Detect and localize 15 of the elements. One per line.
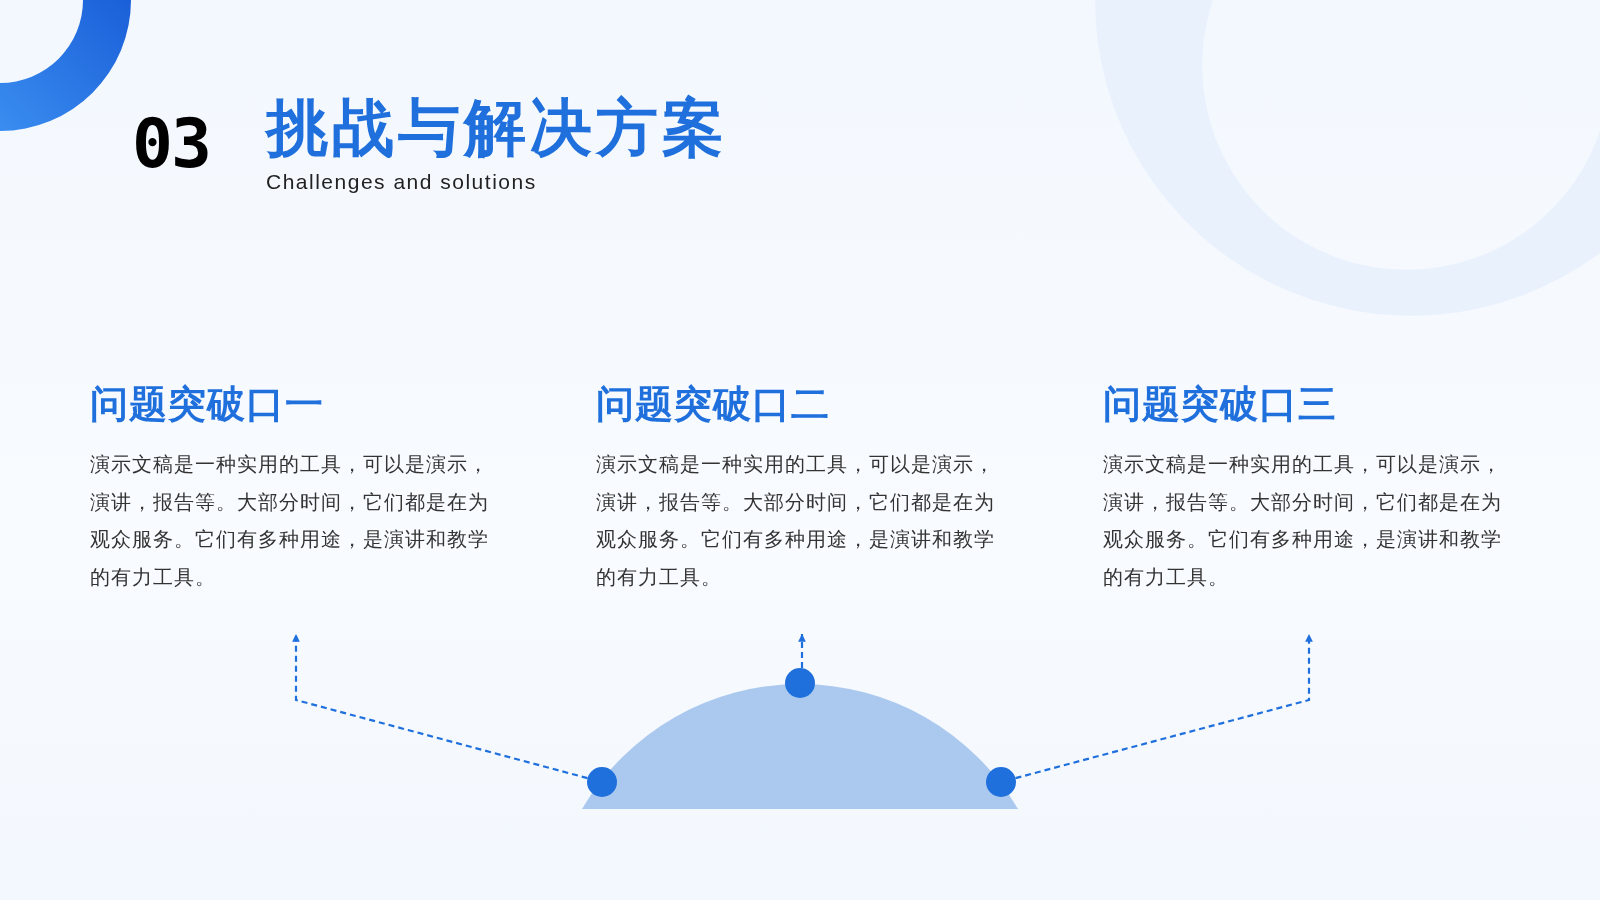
heading: 问题突破口三 [1103, 382, 1338, 426]
dashed-arrow [292, 634, 588, 780]
paragraph: 演示文稿是一种实用的工具，可以是演示，演讲，报告等。大部分时间，它们都是在为观众服务。它们有多种用途，是演讲和教学的有力工具。 [1103, 451, 1503, 591]
section-number: 03 [132, 104, 210, 184]
heading: 问题突破口二 [596, 382, 831, 426]
dashed-arrow [1015, 634, 1313, 780]
dot-marker [785, 668, 815, 698]
dot-marker [587, 767, 617, 797]
dashed-arrow [798, 634, 806, 668]
heading: 问题突破口一 [90, 382, 325, 426]
paragraph: 演示文稿是一种实用的工具，可以是演示，演讲，报告等。大部分时间，它们都是在为观众服务。它们有多种用途，是演讲和教学的有力工具。 [596, 451, 996, 591]
dot-marker [986, 767, 1016, 797]
subtitle: Challenges and solutions [266, 170, 537, 194]
title: 挑战与解决方案 [266, 90, 728, 166]
paragraph: 演示文稿是一种实用的工具，可以是演示，演讲，报告等。大部分时间，它们都是在为观众服务。它们有多种用途，是演讲和教学的有力工具。 [90, 451, 490, 591]
